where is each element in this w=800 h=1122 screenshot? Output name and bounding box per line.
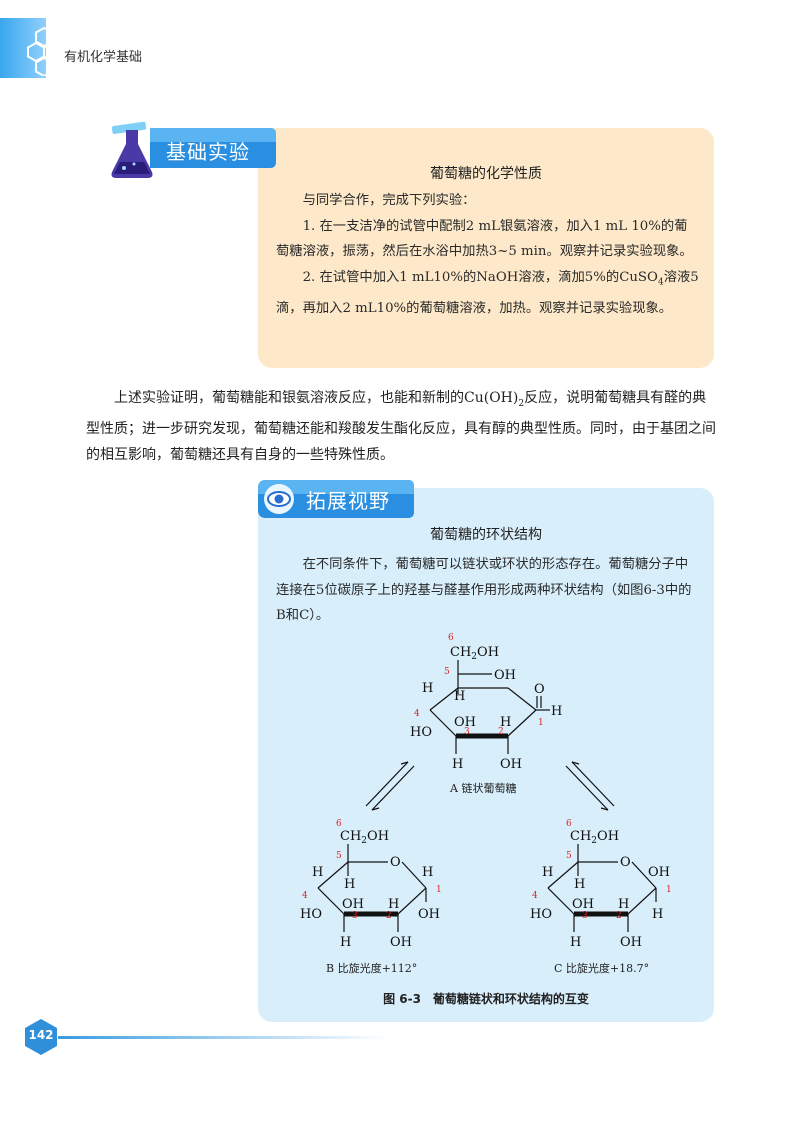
oh-a-c2-down: OH [500, 757, 522, 772]
oh-b-c1: OH [418, 907, 440, 922]
ch2oh-b: CH2OH [340, 829, 389, 846]
glucose-structure-figure: 6 CH2OH 5 OH O H 1 H H 4 HO OH 3 H 2 H O… [300, 633, 672, 975]
h-a-c5-down: H [454, 689, 465, 704]
h-b-c5-down: H [344, 877, 355, 892]
atom-number-6-b: 6 [336, 819, 342, 829]
atom-number-3-b: 3 [352, 911, 358, 921]
atom-number-6-c: 6 [566, 819, 572, 829]
structure-b: 6 CH2OH 5 O H H 4 HO H 1 OH OH 3 H 2 H O… [300, 819, 442, 975]
equilibrium-arrow-left-icon [365, 761, 415, 811]
oh-b-c2-down: OH [390, 935, 412, 950]
atom-number-4-c: 4 [532, 891, 538, 901]
h-c-c2: H [618, 897, 629, 912]
h-a-c5-left: H [422, 681, 433, 696]
oh-c-c2-down: OH [620, 935, 642, 950]
atom-number-1-b: 1 [436, 885, 442, 895]
experiment-box [258, 128, 714, 368]
footer-line [58, 1036, 388, 1039]
h-c-c3-down: H [570, 935, 581, 950]
oh-a-c3: OH [454, 715, 476, 730]
experiment-step-1: 1. 在一支洁净的试管中配制2 mL银氨溶液，加入1 mL 10%的葡萄糖溶液，… [276, 218, 693, 260]
ch2oh-c: CH2OH [570, 829, 619, 846]
h-b-c1: H [422, 865, 433, 880]
extension-tab [258, 480, 414, 518]
atom-number-4: 4 [414, 709, 420, 719]
atom-number-5: 5 [444, 667, 450, 677]
extension-text: 在不同条件下，葡萄糖可以链状或环状的形态存在。葡萄糖分子中连接在5位碳原子上的羟… [276, 557, 692, 623]
structure-c: 6 CH2OH 5 O H H 4 HO OH 1 H OH 3 H 2 H O… [530, 819, 672, 975]
h-b-c5: H [312, 865, 323, 880]
oh-c-c1: OH [648, 865, 670, 880]
body-paragraph: 上述实验证明，葡萄糖能和银氨溶液反应，也能和新制的Cu(OH)2反应，说明葡萄糖… [86, 390, 716, 463]
figure-caption: 图 6-3 葡萄糖链状和环状结构的互变 [383, 992, 589, 1006]
h-a-c3-down: H [452, 757, 463, 772]
structure-a: 6 CH2OH 5 OH O H 1 H H 4 HO OH 3 H 2 H O… [410, 633, 562, 795]
atom-number-2-b: 2 [386, 911, 392, 921]
o-b: O [390, 855, 401, 870]
o-c: O [620, 855, 631, 870]
header-band [0, 18, 46, 78]
atom-number-2-c: 2 [616, 911, 622, 921]
oh-a-c5: OH [494, 668, 516, 683]
extension-title: 葡萄糖的环状结构 [430, 527, 542, 543]
oh-b-c3: OH [342, 897, 364, 912]
eye-icon [264, 484, 294, 514]
oh-c-c3: OH [572, 897, 594, 912]
page-number: 142 [28, 1028, 54, 1042]
ho-c-c4: HO [530, 907, 552, 922]
h-a-c1: H [551, 704, 562, 719]
label-c: C 比旋光度+18.7° [554, 961, 649, 975]
extension-box [258, 488, 714, 1022]
atom-number-6: 6 [448, 633, 454, 643]
o-a: O [534, 682, 545, 697]
experiment-tab [150, 128, 276, 168]
flask-icon [111, 121, 153, 178]
atom-number-3: 3 [464, 727, 470, 737]
h-c-c5: H [542, 865, 553, 880]
h-b-c2: H [388, 897, 399, 912]
experiment-title: 葡萄糖的化学性质 [430, 166, 542, 182]
hexagon-logo-icon [27, 26, 61, 76]
experiment-step-2: 2. 在试管中加入1 mL10%的NaOH溶液，滴加5%的CuSO4溶液5滴，再… [276, 269, 699, 316]
h-a-c2: H [500, 715, 511, 730]
experiment-text: 与同学合作，完成下列实验： 1. 在一支洁净的试管中配制2 mL银氨溶液，加入1… [276, 188, 700, 321]
experiment-tab-label: 基础实验 [166, 140, 250, 164]
ho-b-c4: HO [300, 907, 322, 922]
atom-number-2: 2 [498, 727, 504, 737]
h-c-c5-down: H [574, 877, 585, 892]
experiment-intro: 与同学合作，完成下列实验： [302, 193, 476, 208]
equilibrium-arrow-right-icon [565, 761, 615, 811]
atom-number-4-b: 4 [302, 891, 308, 901]
label-b: B 比旋光度+112° [326, 961, 417, 975]
ch2oh-a: CH2OH [450, 645, 499, 662]
extension-tab-label: 拓展视野 [306, 489, 390, 513]
header-title: 有机化学基础 [64, 50, 143, 65]
h-c-c1: H [652, 907, 663, 922]
label-a: A 链状葡萄糖 [449, 781, 516, 795]
atom-number-5-c: 5 [566, 851, 572, 861]
atom-number-1-c: 1 [666, 885, 672, 895]
page-number-badge [25, 1019, 57, 1055]
ho-a-c4: HO [410, 725, 432, 740]
atom-number-1: 1 [538, 718, 544, 728]
atom-number-3-c: 3 [582, 911, 588, 921]
h-b-c3-down: H [340, 935, 351, 950]
atom-number-5-b: 5 [336, 851, 342, 861]
